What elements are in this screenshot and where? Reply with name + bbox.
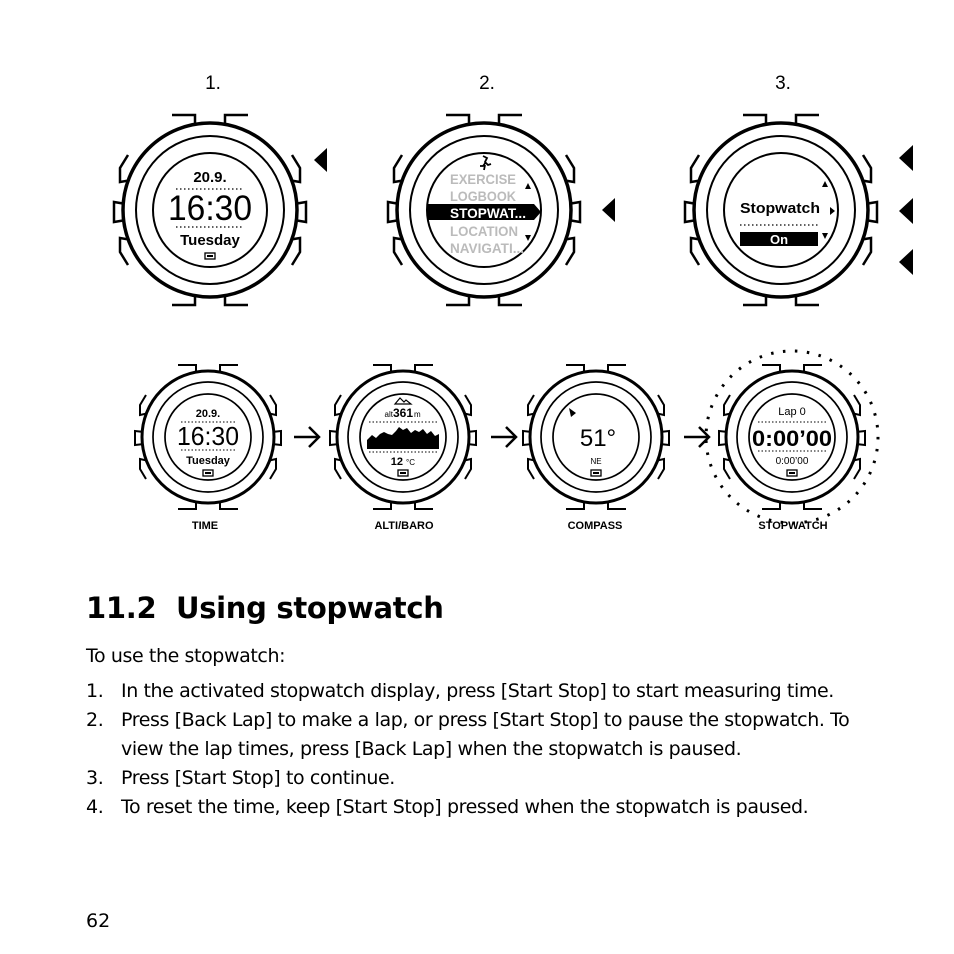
section-heading: 11.2 Using stopwatch [86, 591, 444, 625]
button-indicator-arrow-icon [899, 198, 913, 224]
list-item: 3. Press [Start Stop] to continue. [86, 764, 886, 793]
step-label-2: 2. [479, 73, 495, 94]
menu-item-exercise: EXERCISE [450, 171, 516, 187]
north-pointer-icon [569, 408, 576, 417]
altitude-profile-graph [367, 427, 439, 449]
time-display-date: 20.9. [196, 408, 220, 420]
next-arrow-icon [684, 426, 711, 448]
watch-1-date: 20.9. [193, 169, 226, 186]
menu-selection-bar [428, 204, 541, 220]
compass-watch: 51° NE [521, 363, 671, 511]
time-display-watch: 20.9. 16:30 Tuesday [133, 363, 283, 511]
watch-2-menu-display: EXERCISE LOGBOOK STOPWAT... LOCATION NAV… [386, 113, 582, 307]
menu-item-location: LOCATION [450, 223, 518, 239]
next-arrow-icon [294, 426, 321, 448]
watch-1-time-display: 20.9. 16:30 Tuesday [112, 113, 308, 307]
step-number: 1. [86, 680, 104, 702]
caption-stopwatch: STOPWATCH [758, 520, 827, 532]
next-arrow-icon [491, 426, 518, 448]
intro-text: To use the stopwatch: [86, 645, 286, 667]
menu-item-logbook: LOGBOOK [450, 188, 516, 204]
temperature-value: 12 [391, 456, 403, 468]
compass-direction: NE [590, 457, 601, 466]
step-label-1: 1. [205, 73, 221, 94]
stopwatch-total: 0:00’00 [776, 456, 809, 467]
scroll-up-icon [822, 181, 828, 187]
altitude-unit: m [414, 410, 421, 419]
caption-alti-baro: ALTI/BARO [374, 520, 434, 532]
section-title: Using stopwatch [175, 591, 444, 625]
list-item: 1. In the activated stopwatch display, pr… [86, 677, 886, 706]
menu-item-stopwatch-selected: STOPWAT... [450, 205, 526, 221]
button-indicator-arrow-icon [602, 198, 615, 222]
step-text: To reset the time, keep [Start Stop] pre… [121, 796, 809, 818]
menu-item-navigation: NAVIGATI... [450, 240, 524, 256]
alti-baro-watch: alt 361 m 12 °C [328, 363, 478, 511]
altitude-value: 361 [393, 406, 413, 420]
compass-heading: 51° [580, 425, 616, 452]
time-display-time: 16:30 [177, 421, 239, 451]
step-number: 4. [86, 796, 104, 818]
runner-icon [480, 155, 492, 171]
stopwatch-lap: Lap 0 [778, 406, 806, 418]
button-indicator-arrow-icon [314, 148, 327, 172]
step-label-3: 3. [775, 73, 791, 94]
section-number: 11.2 [86, 591, 157, 625]
time-display-day: Tuesday [186, 455, 231, 467]
scroll-up-icon [525, 183, 531, 189]
step-text: Press [Start Stop] to continue. [121, 767, 395, 789]
scroll-down-icon [525, 235, 531, 241]
watch-3-title: Stopwatch [740, 200, 820, 217]
step-number: 3. [86, 767, 104, 789]
caption-compass: COMPASS [568, 520, 623, 532]
list-item: 2. Press [Back Lap] to make a lap, or pre… [86, 706, 886, 764]
steps-list: 1. In the activated stopwatch display, pr… [86, 677, 886, 822]
mountain-icon [393, 397, 413, 405]
step-text: Press [Back Lap] to make a lap, or press… [121, 709, 850, 760]
watch-illustration: 1. 2. 3. 20.9. 16:30 Tuesday EXERCISE LO… [112, 73, 913, 532]
stopwatch-time: 0:00’00 [752, 426, 832, 451]
step-number: 2. [86, 709, 104, 731]
value-highlight [740, 232, 818, 246]
watch-3-stopwatch-display: Stopwatch On [683, 113, 879, 307]
alt-label: alt [385, 410, 394, 419]
scroll-down-icon [822, 233, 828, 239]
watch-1-time: 16:30 [168, 189, 252, 228]
watch-1-day: Tuesday [180, 232, 240, 249]
list-item: 4. To reset the time, keep [Start Stop] p… [86, 793, 886, 822]
temperature-unit: °C [406, 458, 415, 467]
active-highlight-ring [704, 349, 880, 525]
page-number: 62 [86, 910, 111, 932]
step-text: In the activated stopwatch display, pres… [121, 680, 834, 702]
stopwatch-watch: Lap 0 0:00’00 0:00’00 [704, 349, 880, 525]
watch-3-value: On [770, 232, 788, 247]
button-indicator-arrow-icon [899, 249, 913, 275]
button-indicator-arrow-icon [899, 145, 913, 171]
select-arrow-icon [830, 207, 835, 215]
caption-time: TIME [192, 520, 218, 532]
